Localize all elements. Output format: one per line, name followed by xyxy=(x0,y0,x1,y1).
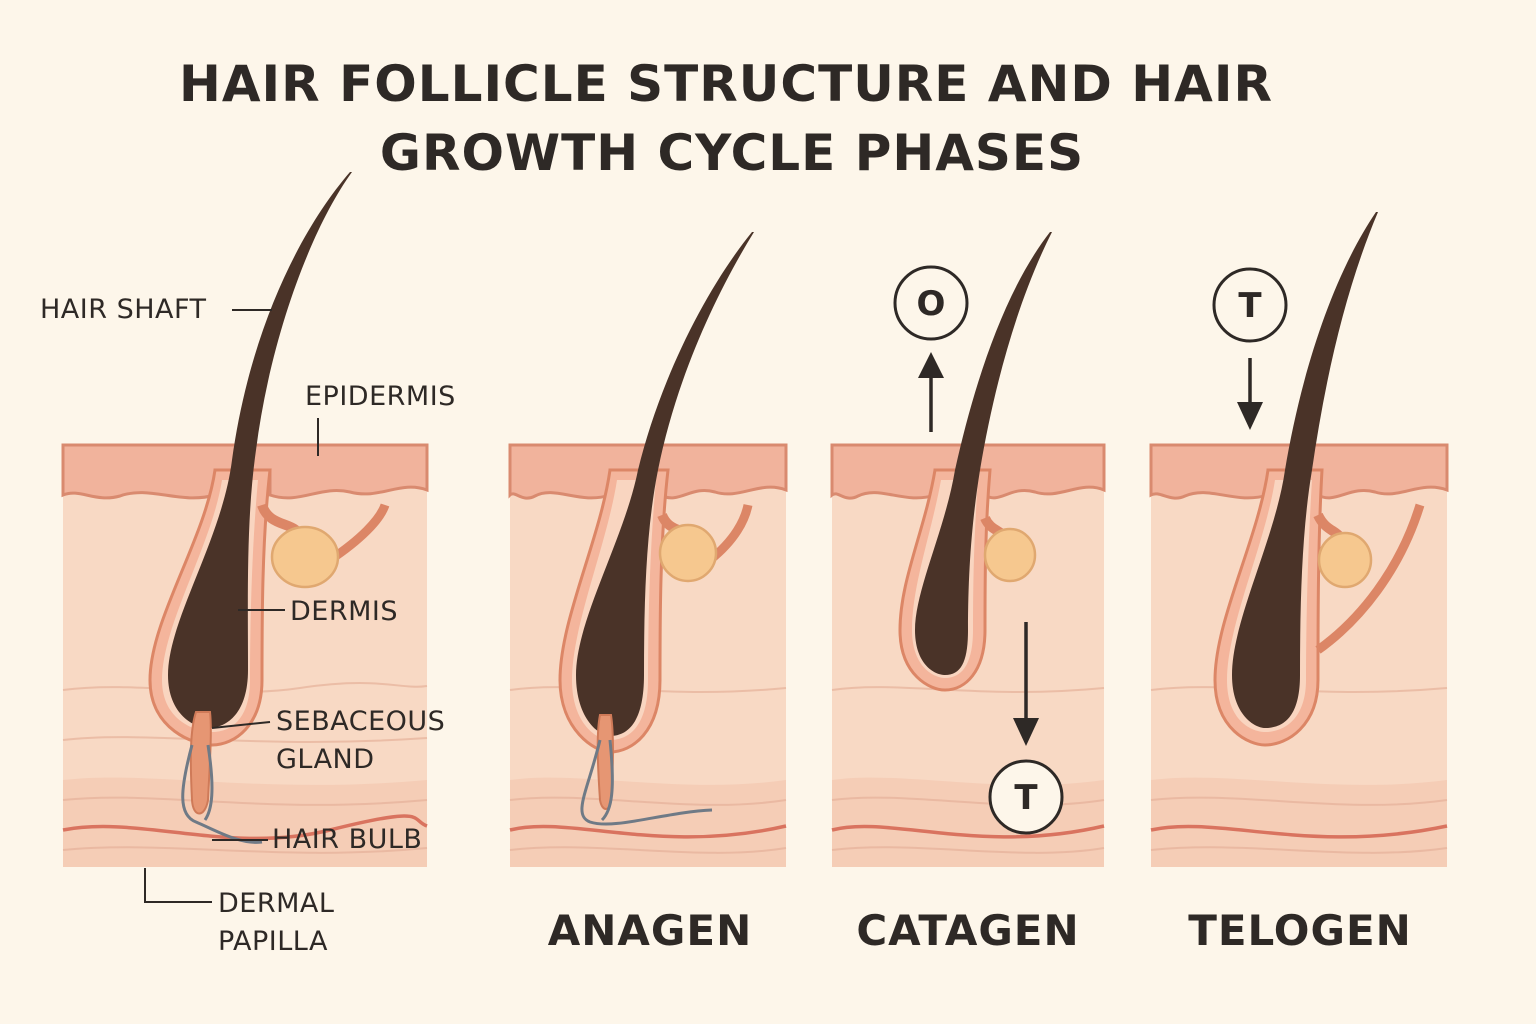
label-epidermis: EPIDERMIS xyxy=(305,381,456,412)
label-hair-bulb: HAIR BULB xyxy=(272,824,422,855)
marker-catagen-bottom: T xyxy=(1014,778,1038,818)
label-sebaceous-line-1: SEBACEOUS xyxy=(276,706,445,737)
label-dermal-line-1: DERMAL xyxy=(218,888,334,919)
label-dermal-line-2: PAPILLA xyxy=(218,926,328,957)
label-dermis: DERMIS xyxy=(290,596,398,627)
label-sebaceous-line-2: GLAND xyxy=(276,744,375,775)
phase-label-catagen: CATAGEN xyxy=(856,906,1079,955)
structure-panel: HAIR SHAFT EPIDERMIS DERMIS SEBACEOUS GL… xyxy=(40,172,456,957)
phase-label-telogen: TELOGEN xyxy=(1188,906,1412,955)
dermal-papilla xyxy=(189,711,212,815)
marker-circle-telogen-top xyxy=(1212,267,1288,343)
title-line-2: GROWTH CYCLE PHASES xyxy=(380,124,1084,182)
telogen-panel: T TELOGEN xyxy=(1149,212,1449,955)
label-hair-shaft: HAIR SHAFT xyxy=(40,294,207,325)
catagen-panel: O T CATAGEN xyxy=(830,232,1106,955)
title-line-1: HAIR FOLLICLE STRUCTURE AND HAIR xyxy=(179,55,1273,113)
phase-label-anagen: ANAGEN xyxy=(548,906,752,955)
marker-circle-catagen-top xyxy=(893,265,969,341)
marker-telogen-top: T xyxy=(1238,286,1262,326)
anagen-panel: ANAGEN xyxy=(508,232,788,955)
marker-circle-catagen-bottom xyxy=(988,759,1064,835)
hair-shaft xyxy=(168,172,352,728)
sebaceous-gland xyxy=(270,525,340,589)
blood-vessel xyxy=(62,814,428,841)
marker-catagen-top: O xyxy=(917,284,946,324)
